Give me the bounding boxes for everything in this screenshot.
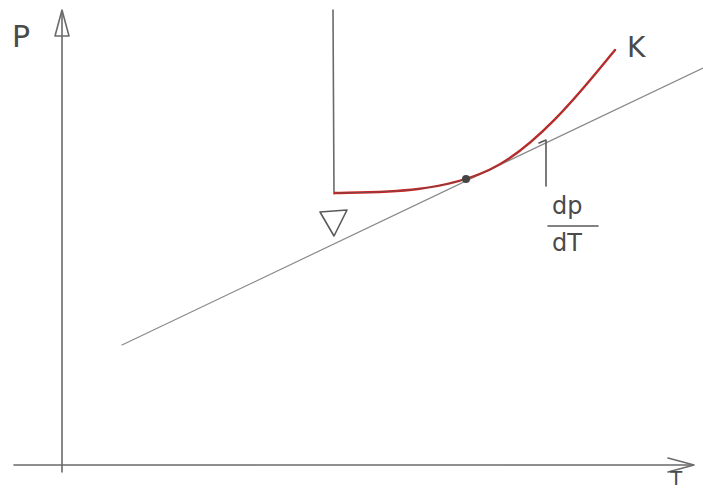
t-axis [14,464,692,466]
triple-point-marker [320,210,347,236]
point-label: K [627,34,645,62]
curve-pencil-trace [335,50,615,193]
axis-arrowhead [55,10,69,36]
leader-bracket [539,140,546,186]
axis-label: T [670,468,682,488]
tangent-point [462,175,470,183]
fraction-denominator: dT [552,231,582,255]
vaporization-curve [335,50,615,193]
fraction-numerator: dp [552,194,582,218]
p-axis [61,12,63,472]
tangent-line [122,68,703,345]
axis-label: P [12,22,30,52]
fraction-bar [548,225,598,227]
melting-curve [333,10,334,194]
